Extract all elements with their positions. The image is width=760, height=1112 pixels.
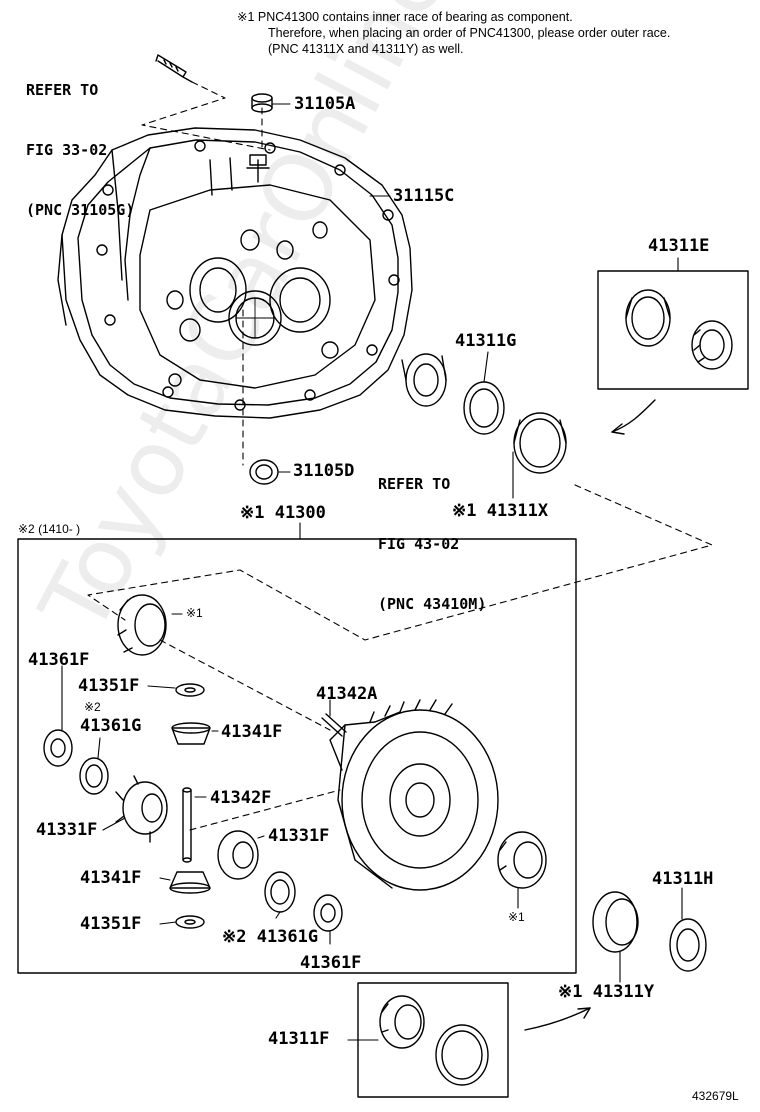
bearing-parts-drawing [401,353,567,474]
part-label-41351F-bottom[interactable]: 41351F [80,914,142,934]
bearing-41311E-drawing [625,289,733,370]
part-label-41331F-left[interactable]: 41331F [36,820,98,840]
ref-fig-33-line-3: (PNC 31105G) [26,201,135,219]
part-label-41311Y[interactable]: ※1 41311Y [558,982,655,1002]
mark-2-41361G-top: ※2 [84,700,101,714]
part-label-41331F-right[interactable]: 41331F [268,826,330,846]
leader-lines [61,103,683,1041]
box-41311E [597,270,749,390]
ref-fig-33-02[interactable]: REFER TO FIG 33-02 (PNC 31105G) [26,40,134,260]
box-41311F [357,982,509,1098]
dashed-guides [87,81,713,831]
part-label-41361F-top[interactable]: 41361F [28,650,90,670]
part-label-41311F[interactable]: 41311F [268,1029,330,1049]
bearing-41311F-drawing [379,995,489,1086]
bearing-41311Y-drawing [592,891,707,972]
arrow-41311F [524,1007,591,1031]
ref-fig-33-line-1: REFER TO [26,81,99,99]
part-label-41351F-top[interactable]: 41351F [78,676,140,696]
drawing-id: 432679L [692,1089,739,1103]
part-label-41361F-bottom[interactable]: 41361F [300,953,362,973]
mark-1-bearing-top: ※1 [186,606,203,620]
part-label-41311X[interactable]: ※1 41311X [452,501,549,521]
part-label-41300[interactable]: ※1 41300 [240,503,326,523]
bolt-drawing [155,54,193,83]
part-label-31105A[interactable]: 31105A [294,94,356,114]
oil-seal-31105D-drawing [249,459,279,485]
note-line-2: Therefore, when placing an order of PNC4… [268,26,671,40]
diff-parts-drawing [43,594,547,932]
part-label-41342A[interactable]: 41342A [316,684,378,704]
ref-fig-43-line-1: REFER TO [378,475,451,493]
part-label-31105D[interactable]: 31105D [293,461,355,481]
ref-fig-43-line-3: (PNC 43410M) [378,595,487,613]
arrow-41311E [611,399,656,433]
part-label-41311E[interactable]: 41311E [648,236,710,256]
part-label-41342F[interactable]: 41342F [210,788,272,808]
part-label-41361G-top[interactable]: 41361G [80,716,142,736]
note-line-3: (PNC 41311X and 41311Y) as well. [268,42,464,56]
mark-1-bearing-right: ※1 [508,910,525,924]
note-line-1: ※1 PNC41300 contains inner race of beari… [237,10,573,24]
part-label-41341F-top[interactable]: 41341F [221,722,283,742]
part-label-41341F-bottom[interactable]: 41341F [80,868,142,888]
box-note-41300: ※2 (1410- ) [18,522,81,536]
part-label-41311H[interactable]: 41311H [652,869,714,889]
transaxle-case-drawing [57,127,413,419]
ref-fig-43-line-2: FIG 43-02 [378,535,460,553]
part-label-41311G[interactable]: 41311G [455,331,517,351]
box-41300 [17,538,577,974]
ref-fig-33-line-2: FIG 33-02 [26,141,108,159]
part-label-31115C[interactable]: 31115C [393,186,455,206]
part-label-41361G-bottom[interactable]: ※2 41361G [222,927,319,947]
ref-fig-43-02[interactable]: REFER TO FIG 43-02 (PNC 43410M) [378,434,486,654]
